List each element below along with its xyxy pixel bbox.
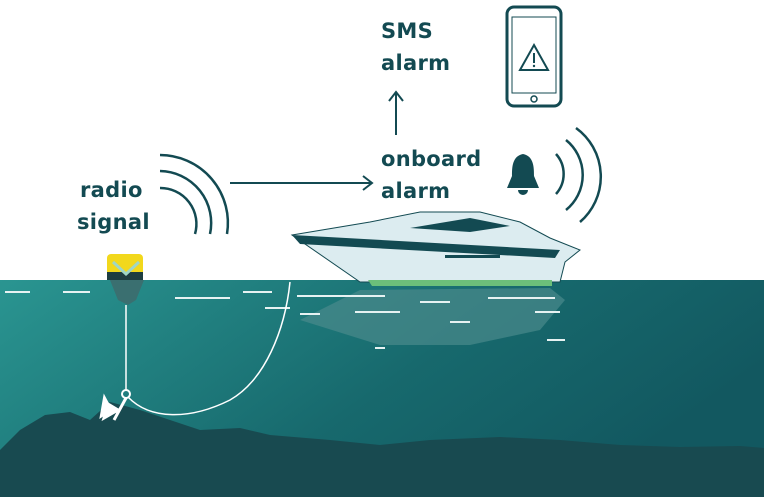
label-line: radio — [80, 178, 143, 202]
label-line: SMS — [381, 19, 434, 43]
sms-alarm-label: SMS alarm — [381, 15, 450, 79]
label-line: alarm — [381, 51, 451, 75]
seabed — [0, 402, 764, 497]
anchor-icon — [99, 389, 131, 422]
label-line: alarm — [381, 179, 451, 203]
alarm-waves-icon — [555, 126, 603, 223]
wave-lines — [5, 291, 565, 349]
label-line: onboard — [381, 147, 482, 171]
boat-reflection — [300, 288, 565, 345]
radio-signal-label: radio signal — [77, 174, 150, 238]
radio-waves-icon — [159, 153, 230, 235]
buoy-icon — [107, 254, 144, 305]
label-line: signal — [77, 210, 150, 234]
arrow-right — [230, 175, 374, 191]
arrow-up — [388, 90, 404, 135]
boat-icon — [290, 211, 581, 286]
anchor-rope — [127, 281, 291, 416]
phone-warning-icon — [505, 5, 563, 108]
onboard-alarm-label: onboard alarm — [381, 143, 482, 207]
bell-icon — [507, 154, 539, 195]
